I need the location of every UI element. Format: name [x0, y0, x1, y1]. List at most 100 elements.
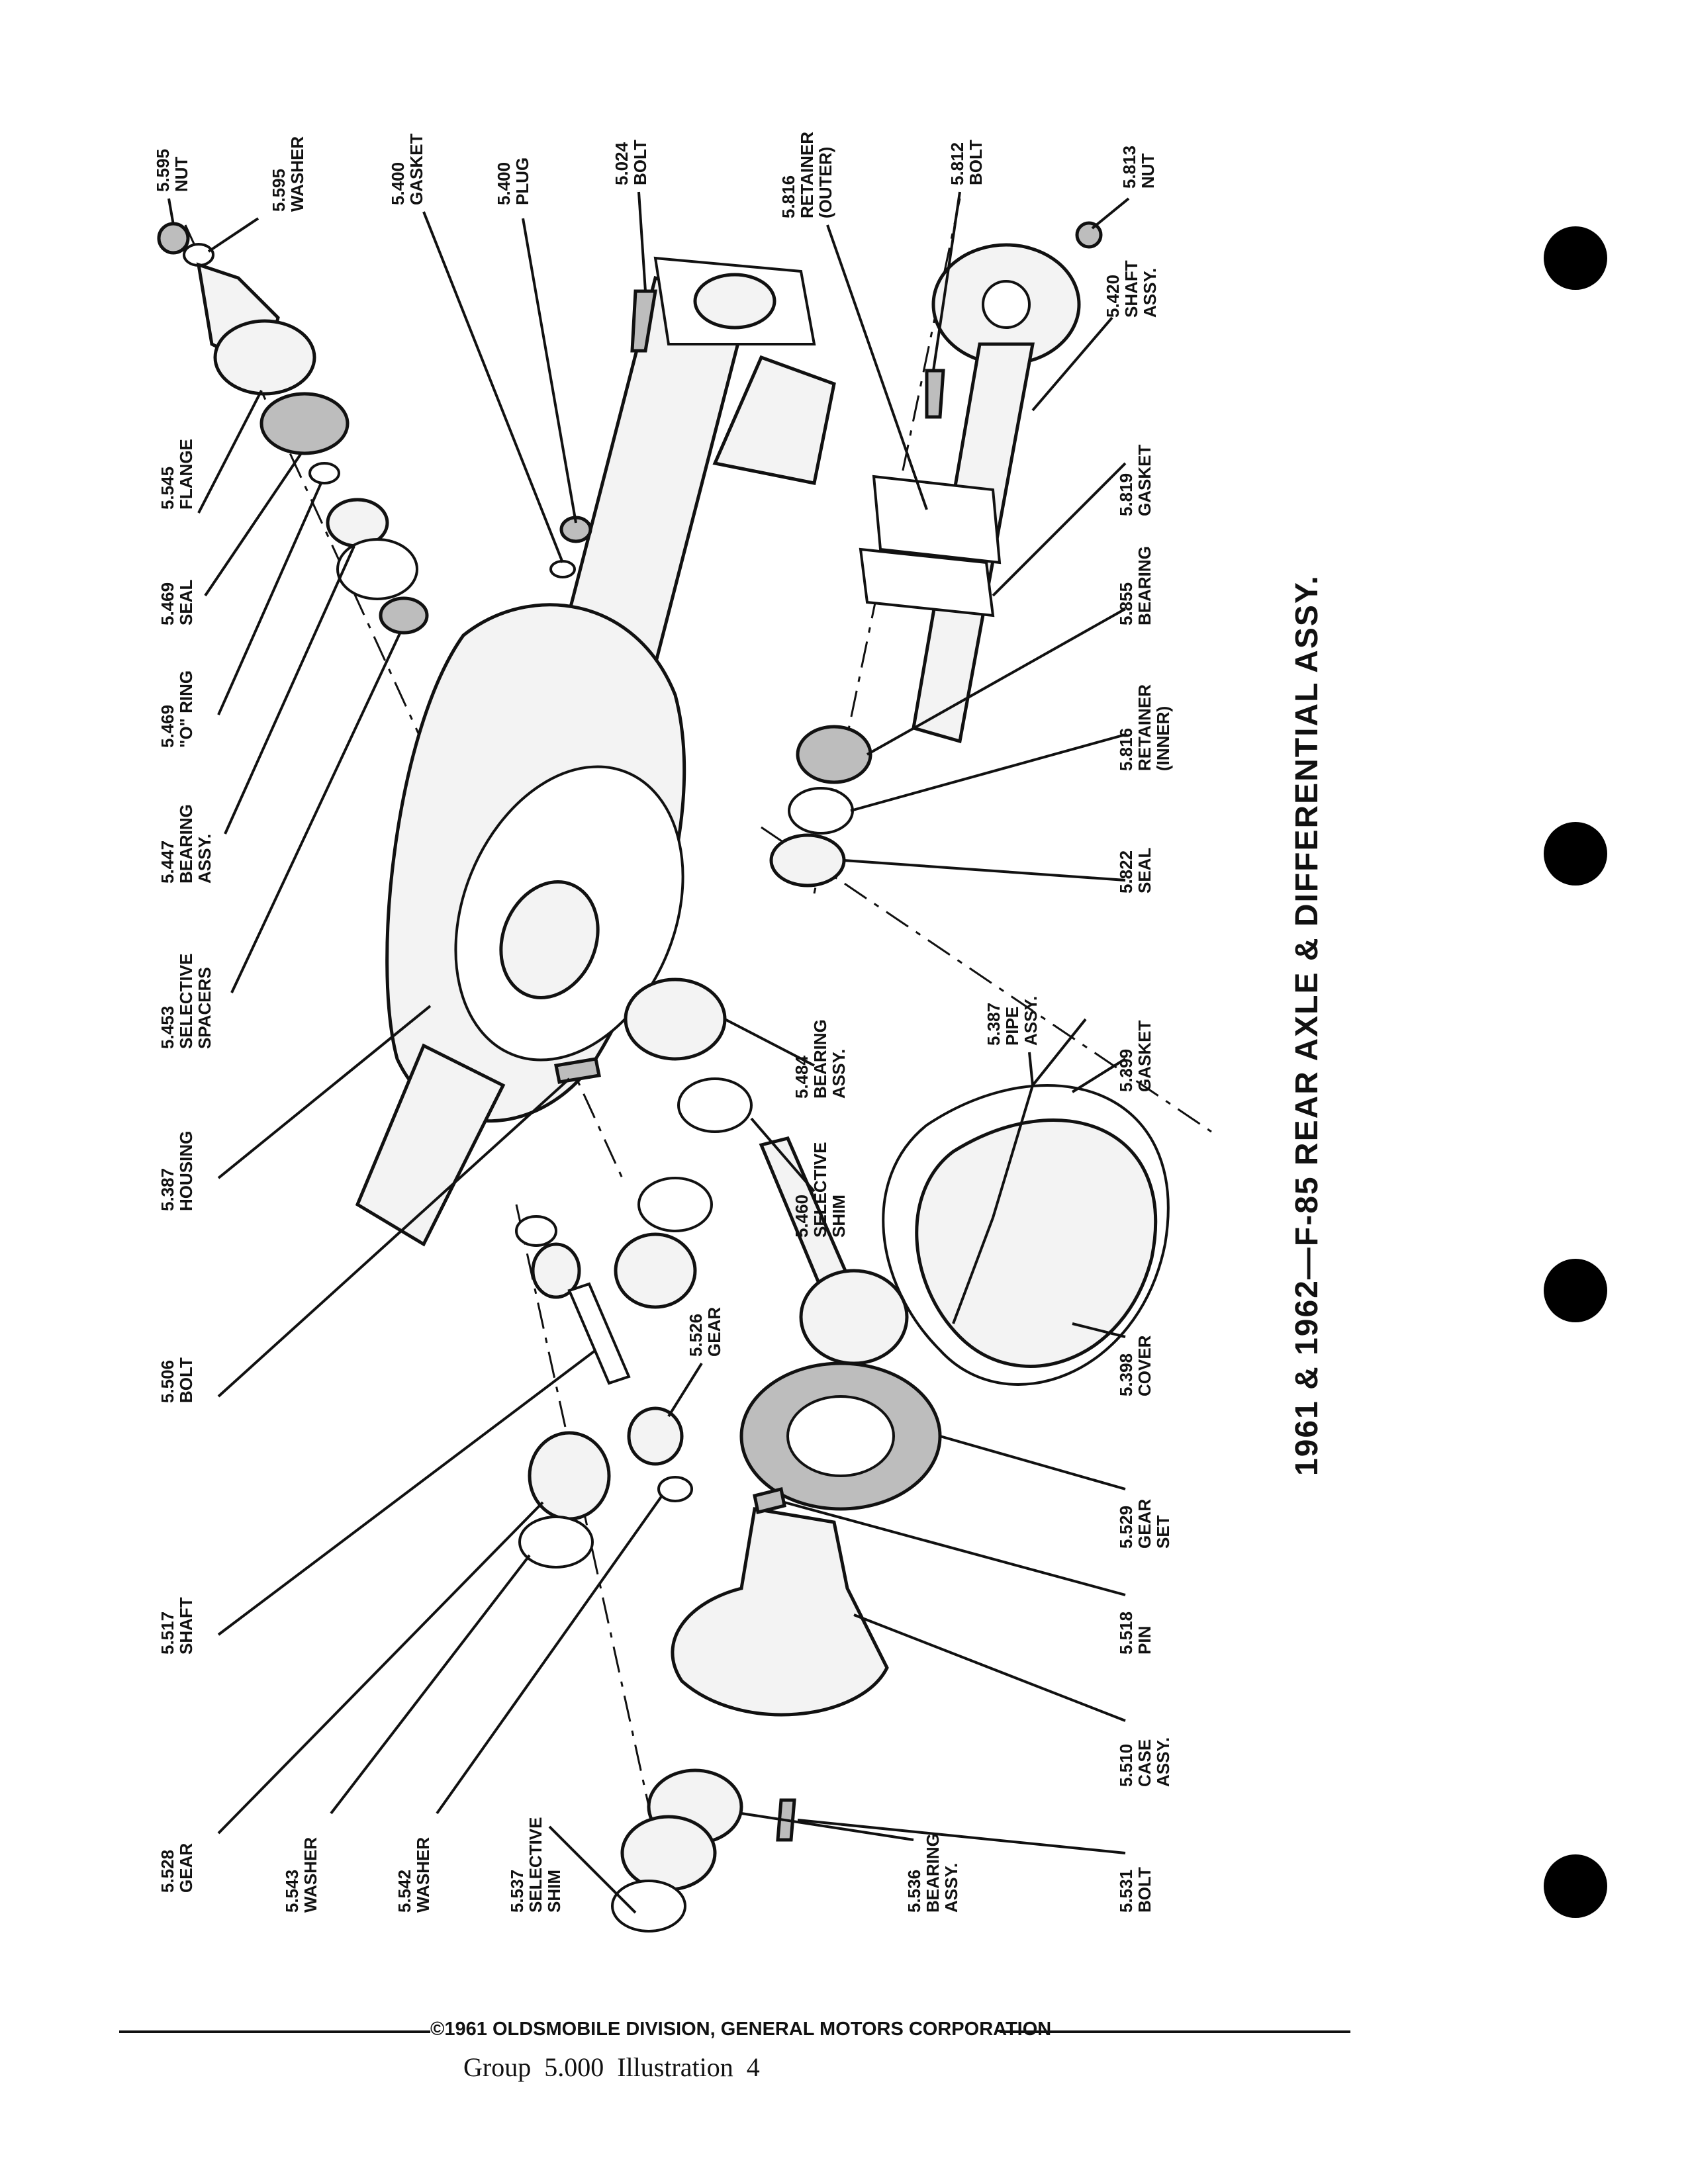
label-retainer-outer: 5.816RETAINER(OUTER) — [778, 132, 835, 218]
label-seal: 5.469SEAL — [158, 580, 196, 625]
label-shaft-seal: 5.822SEAL — [1116, 848, 1154, 893]
leader-cover — [1072, 1322, 1126, 1338]
label-o-ring: 5.469"O" RING — [158, 670, 196, 748]
pipe-shape — [952, 1018, 1087, 1324]
label-plug: 5.400PLUG — [494, 158, 532, 205]
label-shaft-nut: 5.813NUT — [1119, 146, 1158, 189]
label-shaft-bolt: 5.812BOLT — [947, 140, 986, 185]
pinion-gear-shape — [799, 1269, 909, 1365]
leader-side-gear — [217, 1501, 544, 1835]
leader-shaft-bolt — [932, 191, 961, 371]
flange-face — [213, 319, 316, 396]
punch-hole-4 — [1544, 1854, 1607, 1918]
seal-shape — [259, 392, 350, 455]
case-shim-shape — [611, 1880, 686, 1933]
lower-axle-tube — [355, 1043, 506, 1247]
leader-side-bearing — [724, 1018, 815, 1067]
copyright-text: ©1961 OLDSMOBILE DIVISION, GENERAL MOTOR… — [430, 2019, 1052, 2040]
spacer-shape-b — [379, 596, 429, 635]
leader-washer — [207, 217, 259, 253]
label-case-bolt: 5.531BOLT — [1116, 1867, 1154, 1913]
leader-case-bolt — [797, 1819, 1126, 1854]
shaft-bolt-shape — [925, 369, 945, 419]
housing-bolt-shape — [554, 1057, 601, 1084]
plug-gasket-shape — [549, 560, 576, 578]
retainer-outer-shape — [872, 475, 1002, 565]
label-spacers: 5.453SELECTIVESPACERS — [158, 954, 214, 1049]
leader-case-shim — [548, 1825, 637, 1914]
punch-hole-1 — [1544, 226, 1607, 290]
cross-shaft-shape — [567, 1282, 631, 1385]
leader-pinion-washer — [436, 1494, 663, 1815]
leader-housing — [217, 1005, 432, 1179]
o-ring-shape — [308, 462, 340, 484]
label-gasket-plug: 5.400GASKET — [388, 134, 426, 205]
part-labels: 5.595NUT 5.595WASHER 5.400GASKET 5.400PL… — [153, 132, 1173, 1913]
leader-shaft-nut — [1091, 197, 1130, 230]
label-housing: 5.387HOUSING — [158, 1131, 196, 1211]
label-shaft-bearing: 5.855BEARING — [1116, 546, 1154, 625]
leader-plug-gasket — [422, 211, 564, 563]
side-bearing-shape — [624, 978, 727, 1061]
punch-hole-3 — [1544, 1259, 1607, 1322]
pinion-mate-shape — [627, 1406, 684, 1466]
leader-bolt-top — [637, 191, 647, 292]
label-housing-bolt: 5.506BOLT — [158, 1357, 196, 1403]
leader-seal — [204, 452, 303, 597]
housing-bore — [499, 880, 600, 999]
side-shim-shape — [677, 1077, 753, 1133]
label-flange: 5.545FLANGE — [158, 439, 196, 510]
shaft-gasket-shape — [859, 547, 995, 617]
label-shaft-gasket: 5.819GASKET — [1116, 445, 1154, 516]
shaft-bearing-shape — [796, 725, 872, 784]
leader-shaft-assy — [1031, 316, 1113, 412]
shaft-seal-shape — [769, 833, 846, 887]
leader-flange — [197, 390, 263, 514]
leader-shaft-seal — [843, 859, 1126, 882]
case-shape — [671, 1507, 889, 1717]
label-case-shim: 5.537SELECTIVESHIM — [507, 1817, 564, 1913]
label-side-gear: 5.528GEAR — [158, 1843, 196, 1893]
pinion-washer-shape — [657, 1476, 693, 1502]
leader-nut — [167, 198, 175, 226]
leader-case-pin — [784, 1501, 1126, 1596]
leader-pipe — [1028, 1052, 1034, 1086]
leader-cover-gasket — [1071, 1058, 1127, 1093]
label-pipe: 5.387PIPEASSY. — [984, 996, 1041, 1046]
washer-shape-small — [515, 1215, 557, 1247]
diagram-title: 1961 & 1962—F-85 REAR AXLE & DIFFERENTIA… — [1289, 574, 1325, 1476]
label-cover-gasket: 5.399GASKET — [1116, 1021, 1154, 1092]
leader-case — [853, 1614, 1126, 1722]
retainer-inner-shape — [788, 787, 854, 835]
label-side-shim: 5.460SELECTIVESHIM — [792, 1142, 849, 1238]
side-gear-shape — [528, 1431, 611, 1521]
label-cross-shaft: 5.517SHAFT — [158, 1597, 196, 1655]
leader-cross-shaft — [217, 1349, 597, 1636]
label-case-pin: 5.518PIN — [1116, 1612, 1154, 1655]
spring-bracket — [712, 355, 836, 485]
label-cover: 5.398COVER — [1116, 1335, 1154, 1396]
label-bearing-assy: 5.447BEARINGASSY. — [158, 804, 214, 884]
leader-shaft-gasket — [992, 462, 1127, 597]
shaft-flange-hub — [982, 280, 1031, 329]
leader-shaft-bearing — [867, 608, 1126, 756]
leader-side-washer — [330, 1554, 531, 1815]
leader-housing-bolt — [217, 1077, 571, 1398]
side-gear-shape-top — [614, 1232, 697, 1309]
washer-shape-top — [183, 243, 214, 267]
label-retainer-inner: 5.816RETAINER(INNER) — [1116, 684, 1173, 771]
axle-illustration — [157, 198, 1212, 1933]
leader-plug — [522, 218, 577, 523]
leader-lines — [167, 191, 1130, 1914]
leader-bearing-assy — [224, 545, 355, 835]
label-washer: 5.595WASHER — [269, 136, 307, 212]
axle-flange-bore — [693, 273, 776, 330]
leader-spacers — [230, 631, 402, 993]
pinion-mate-shape-top — [531, 1242, 581, 1299]
label-nut: 5.595NUT — [153, 149, 191, 192]
leader-side-shim — [750, 1117, 816, 1193]
label-shaft-assy: 5.420SHAFTASSY. — [1103, 260, 1160, 318]
case-pin-shape — [753, 1486, 786, 1515]
label-bolt-top: 5.024BOLT — [612, 140, 650, 185]
shaft-nut-shape — [1075, 221, 1103, 249]
